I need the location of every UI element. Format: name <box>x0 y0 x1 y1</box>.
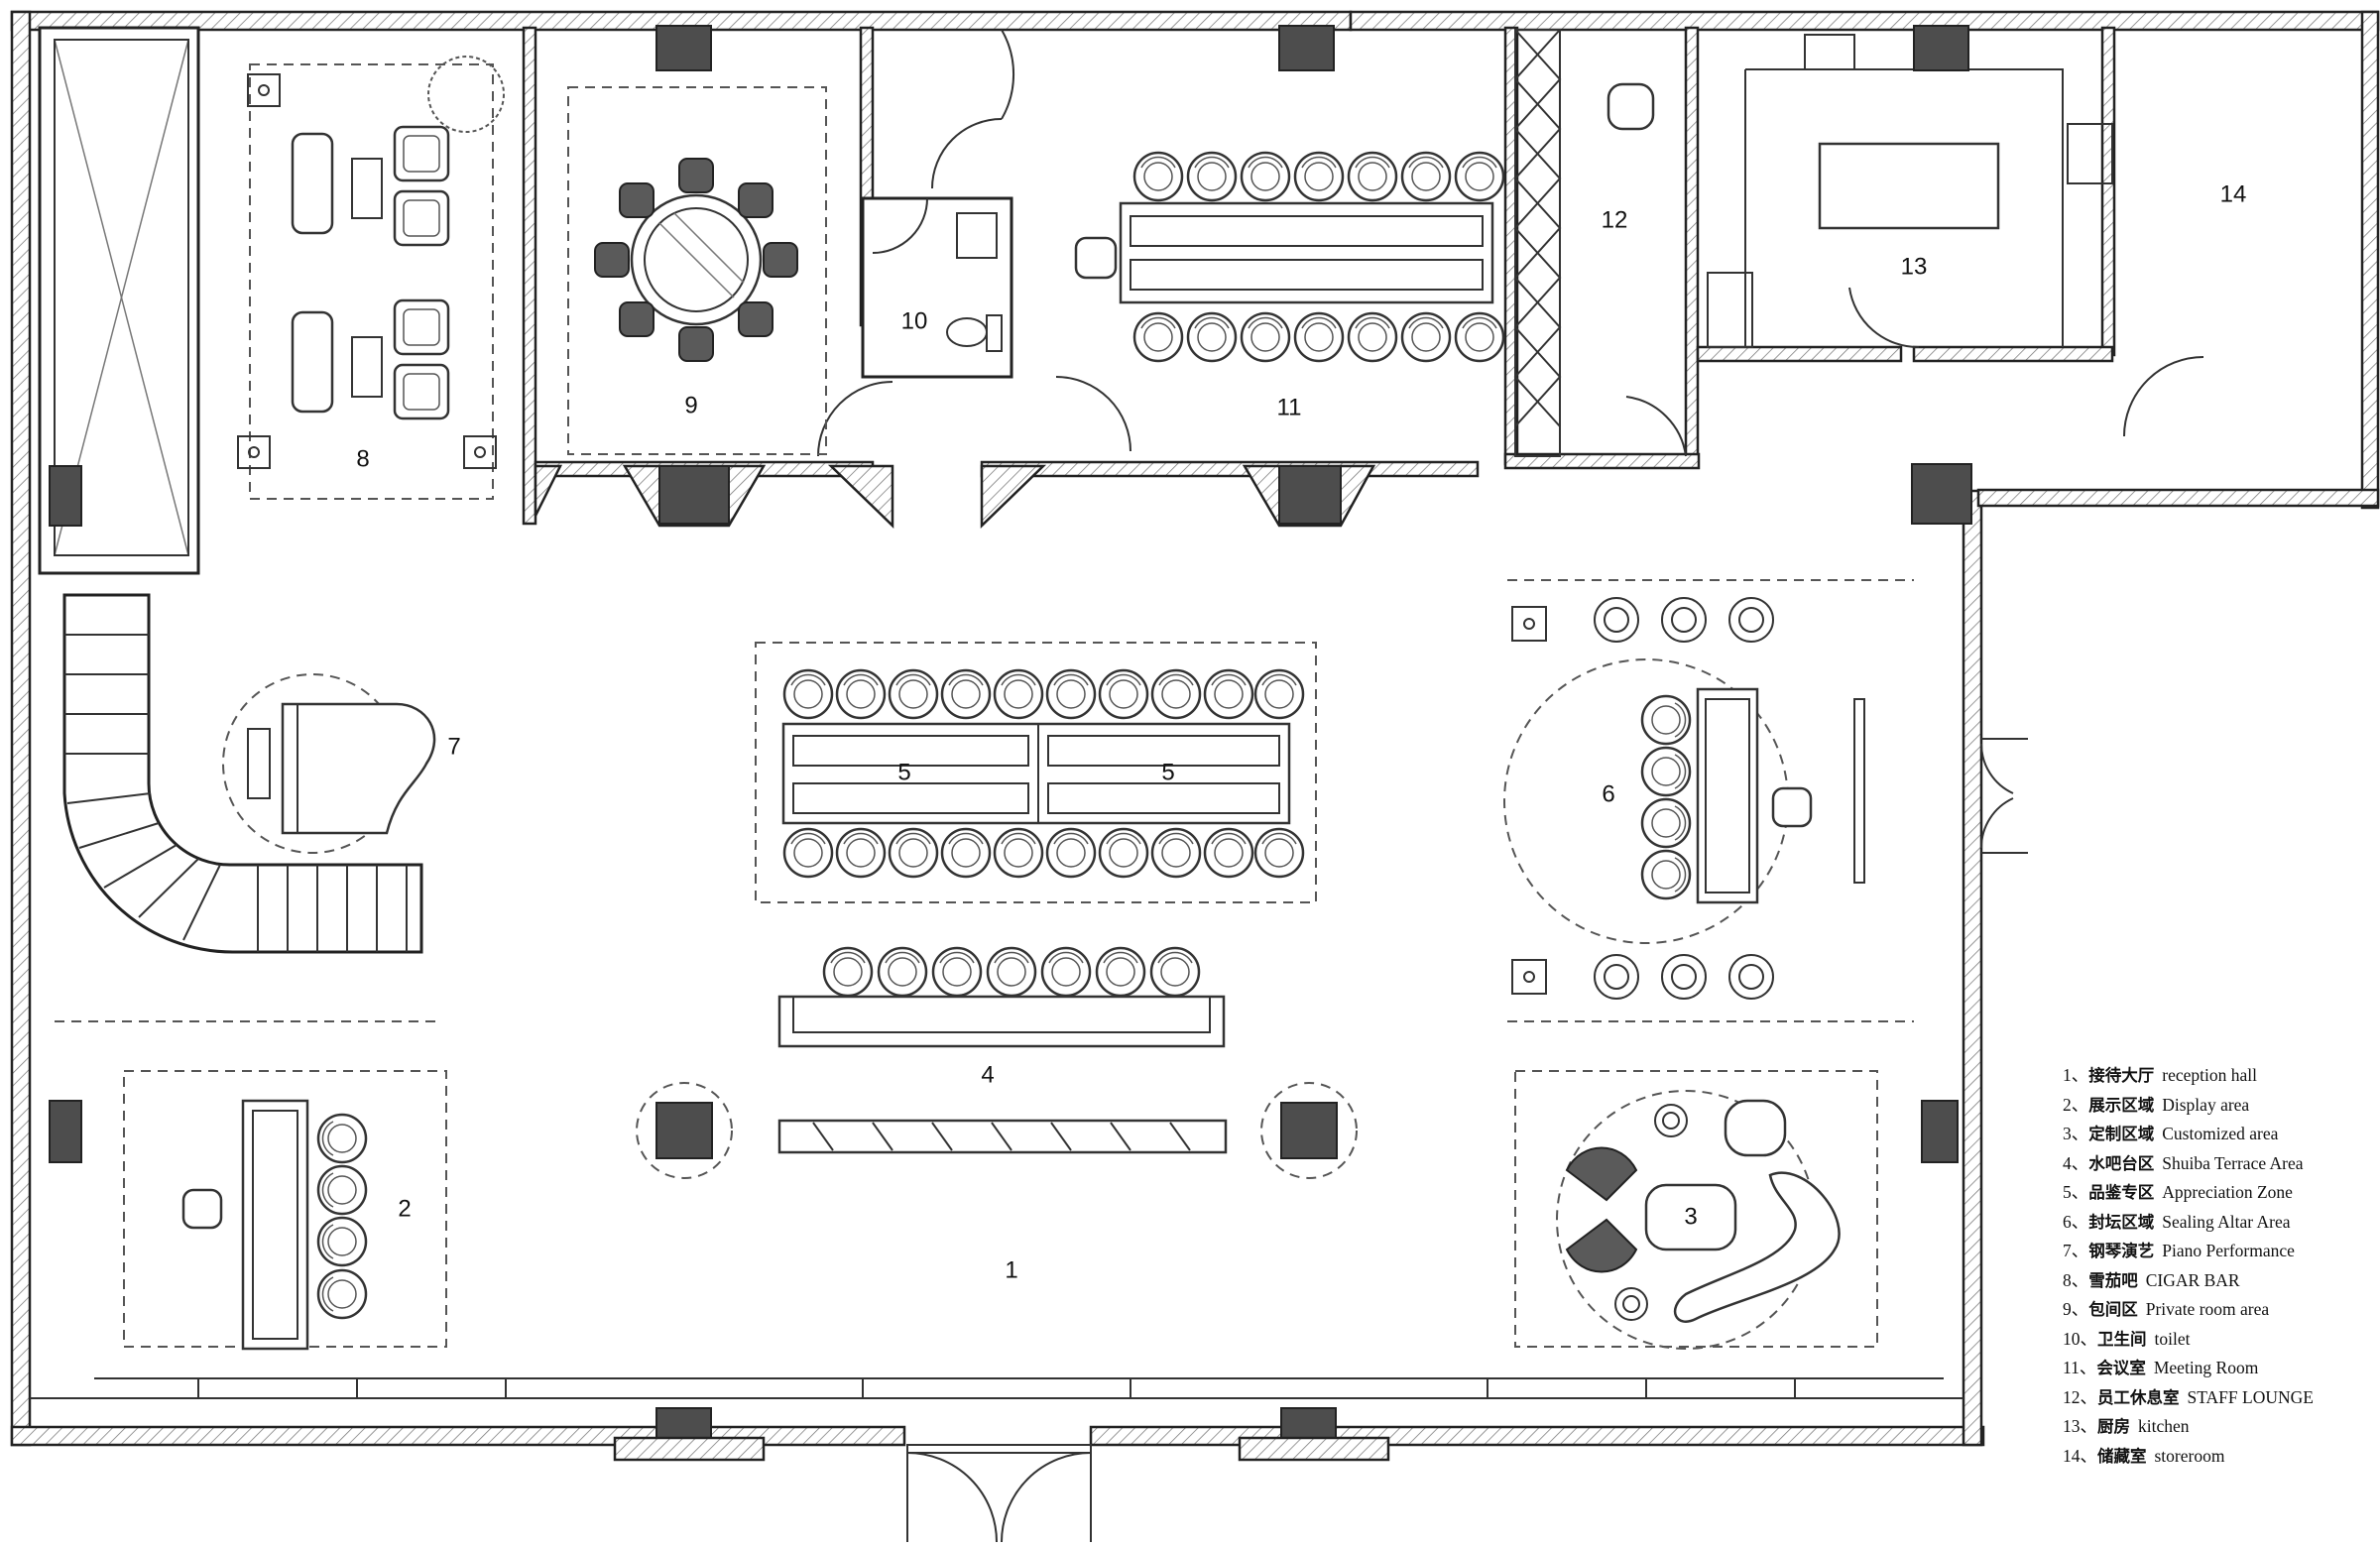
room-label-5a: 5 <box>897 759 910 785</box>
room-label-11: 11 <box>1277 394 1302 420</box>
room-label-8: 8 <box>356 445 369 472</box>
room-label-1: 1 <box>1005 1256 1017 1283</box>
room-label-9: 9 <box>684 392 697 418</box>
water-bar-furniture <box>777 946 1228 1154</box>
display-area-furniture <box>123 1070 447 1351</box>
sealing-altar-furniture <box>55 579 1914 1022</box>
room-label-4: 4 <box>981 1061 994 1088</box>
columns <box>49 25 2028 1543</box>
cigar-bar-furniture <box>237 56 505 500</box>
room-label-5b: 5 <box>1161 759 1174 785</box>
room-label-10: 10 <box>901 307 928 334</box>
room-label-7: 7 <box>447 733 460 760</box>
room-label-12: 12 <box>1602 206 1628 233</box>
toilet-fixtures <box>946 212 1003 352</box>
appreciation-zone-furniture <box>755 642 1317 903</box>
room-label-13: 13 <box>1901 253 1928 280</box>
room-label-3: 3 <box>1684 1203 1697 1230</box>
meeting-room-furniture <box>1074 82 1655 363</box>
customized-area-furniture <box>1514 1070 1878 1350</box>
room-label-14: 14 <box>2220 180 2247 207</box>
room-label-6: 6 <box>1602 780 1614 807</box>
room-label-2: 2 <box>398 1195 411 1222</box>
room-labels: 1 2 3 4 5 5 6 7 8 9 10 11 12 13 14 <box>356 180 2246 1283</box>
stair-and-piano <box>62 593 436 954</box>
private-room-furniture <box>567 86 827 455</box>
